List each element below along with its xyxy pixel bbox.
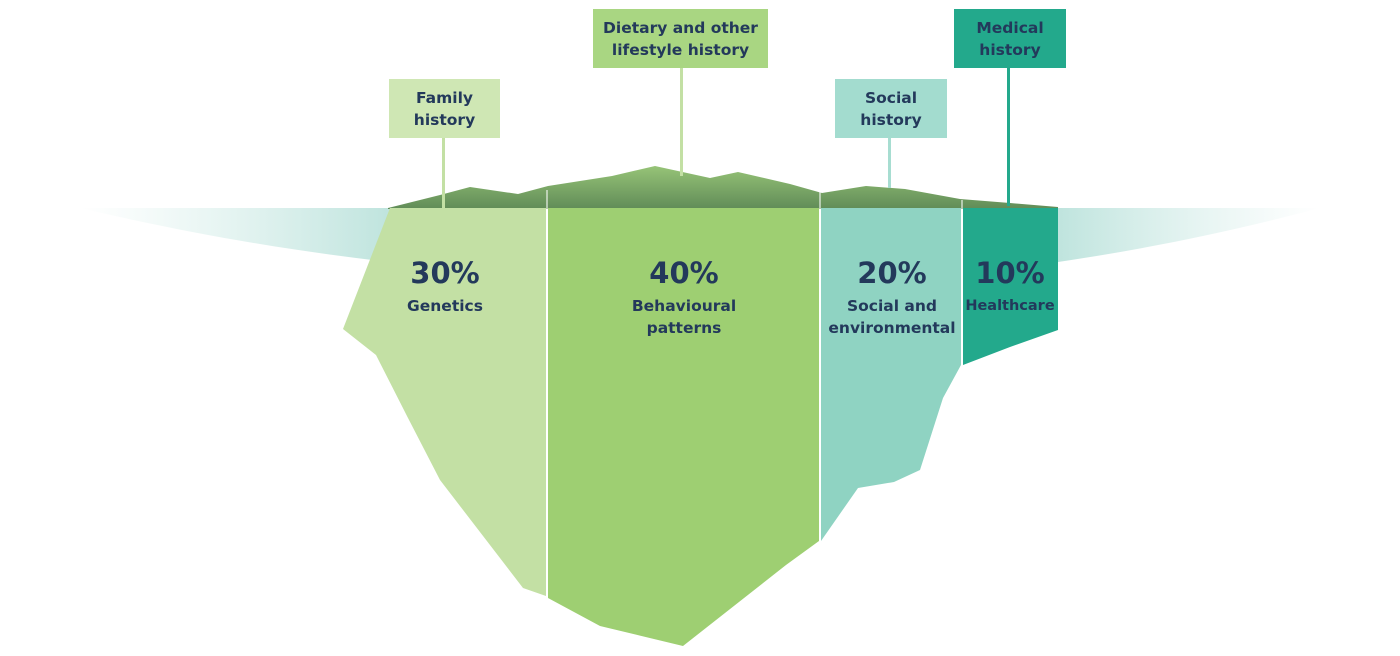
flag-social-history: Social history [835,79,947,138]
water-right [1058,208,1320,262]
flag-lifestyle-history: Dietary and other lifestyle history [593,9,768,68]
flag-lifestyle-history-label: Dietary and other lifestyle history [603,18,758,59]
segment-behaviour-label: Behavioural patterns [631,297,737,337]
flag-medical-history: Medical history [954,9,1066,68]
segment-social-shape [821,208,961,541]
pole-lifestyle [680,68,683,176]
segment-health-label: Healthcare [965,298,1055,314]
segment-behaviour-percent: 40% [649,256,719,290]
pole-medical [1007,68,1010,206]
flag-medical-history-label: Medical history [976,18,1044,59]
segment-behaviour-shape [548,208,819,646]
flag-social-history-label: Social history [860,88,922,129]
segment-social: 20% Social and environmental [826,256,958,339]
segment-social-percent: 20% [857,256,927,290]
segment-genetics-percent: 30% [410,256,480,290]
segment-health-percent: 10% [975,256,1045,290]
segment-social-label: Social and environmental [828,297,956,337]
pole-social [888,138,891,188]
segment-genetics-shape [343,208,546,596]
segment-genetics: 30% Genetics [380,256,510,317]
segment-genetics-label: Genetics [407,297,483,315]
water-left [80,208,390,262]
flag-family-history: Family history [389,79,500,138]
iceberg-tip [388,166,1058,209]
segment-health-shape [963,208,1058,365]
segment-health: 10% Healthcare [960,256,1060,317]
flag-family-history-label: Family history [413,88,476,129]
segment-behaviour: 40% Behavioural patterns [614,256,754,339]
pole-family [442,138,445,208]
